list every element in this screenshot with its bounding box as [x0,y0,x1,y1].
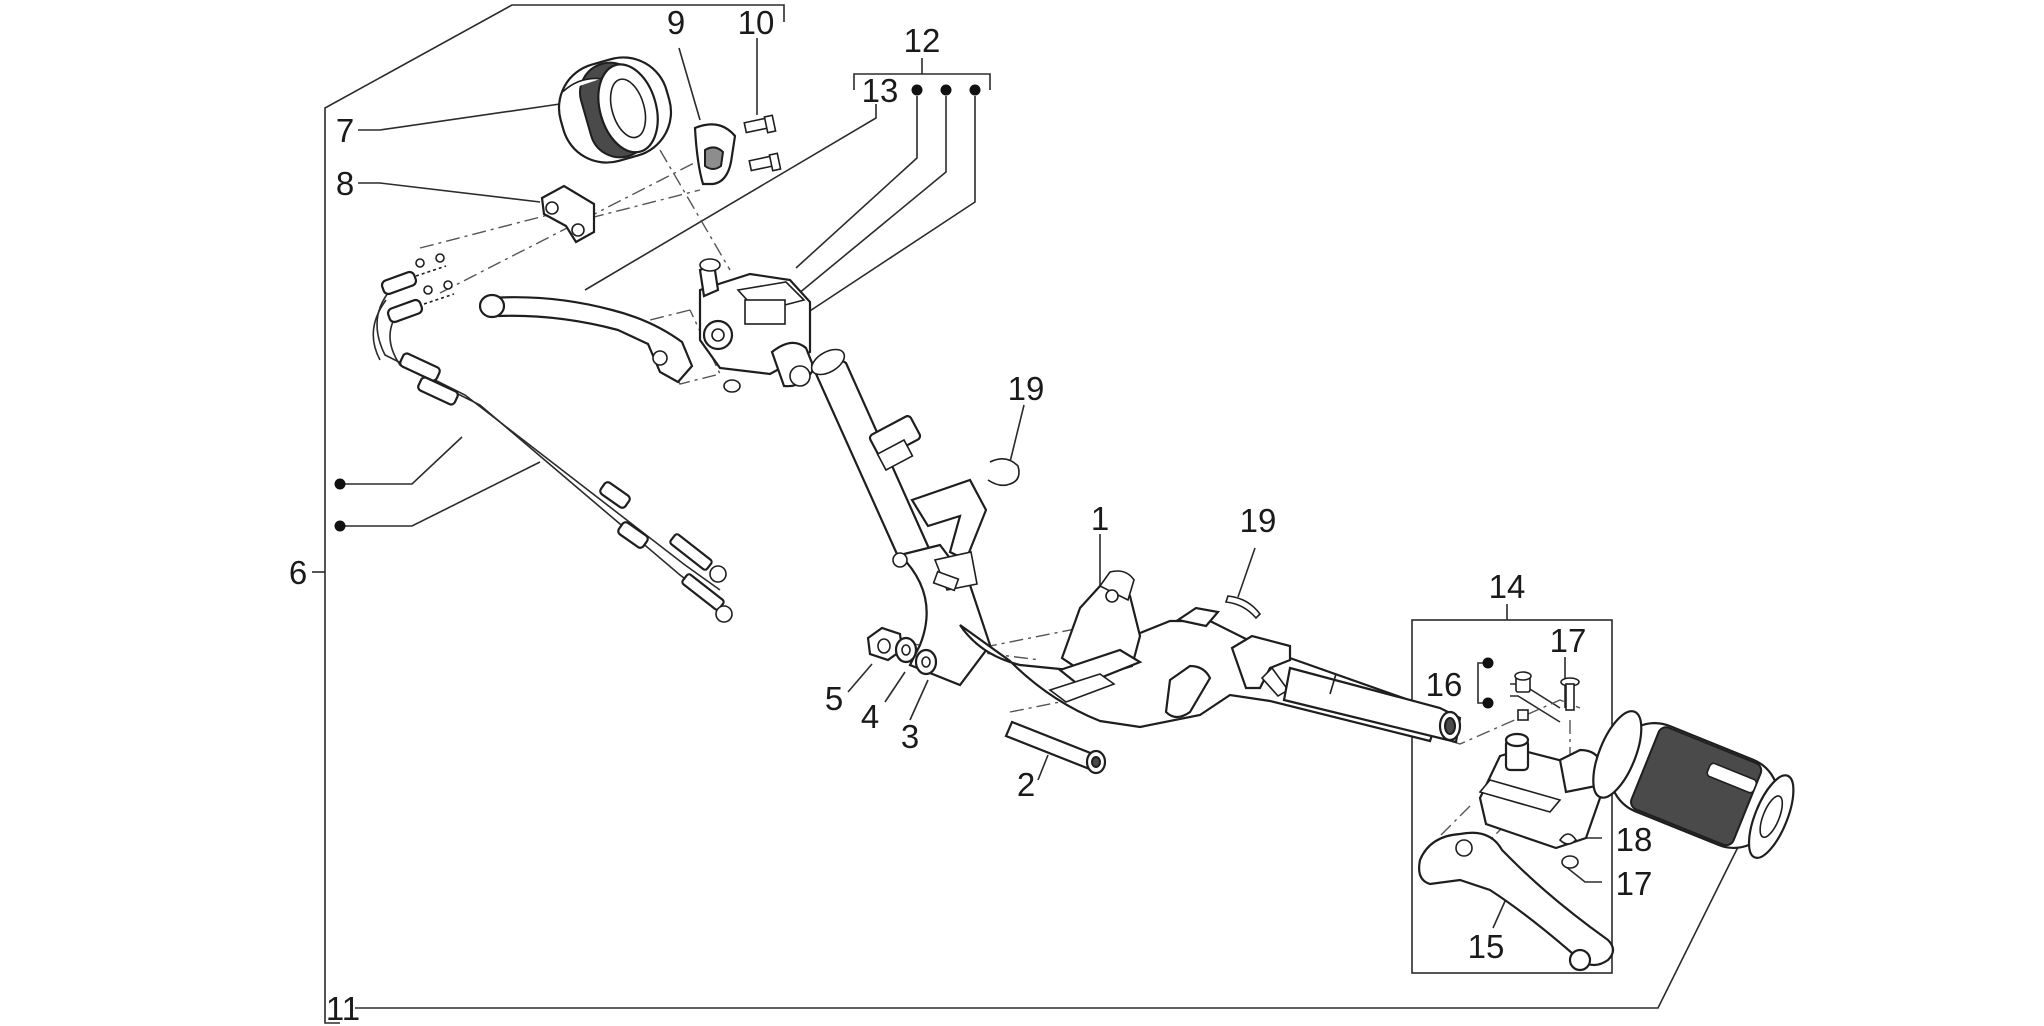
kit-marker-dot [911,84,923,96]
front-brake-lever-part [478,293,694,384]
callout-18: 18 [1616,821,1653,858]
bolt-part-2 [1004,720,1107,775]
washer-part-3 [914,648,938,676]
callout-labels: 1 2 3 4 5 6 7 8 9 10 11 12 13 14 15 16 1… [289,4,1653,1026]
throttle-cables-part [372,253,733,623]
assembly-axes [419,149,1581,851]
callout-11: 11 [326,990,360,1026]
callout-15: 15 [1468,928,1505,965]
washer-part-4 [894,636,918,664]
master-cylinder-part [698,258,816,393]
group-bracket-6-11 [312,4,785,1024]
callout-9: 9 [667,4,685,41]
right-lever-bracket-part [1478,732,1604,850]
switch-clamp-half-part [693,123,737,186]
kit-marker-dot [334,520,346,532]
screw-part-16 [1514,671,1532,721]
callout-8: 8 [336,165,354,202]
callout-19-lower: 19 [1240,502,1277,539]
callout-13: 13 [862,72,899,109]
callout-3: 3 [901,718,919,755]
kit-marker-dots [334,84,1494,709]
callout-16: 16 [1426,666,1463,703]
callout-17-upper: 17 [1550,622,1587,659]
kit-marker-dot [1482,697,1494,709]
nut-part-17-lower [1561,855,1579,869]
callout-12: 12 [904,22,941,59]
callout-10: 10 [738,4,775,41]
callout-14: 14 [1489,568,1526,605]
rear-brake-lever-part [1418,831,1615,972]
circlip-lower-part [1224,595,1262,620]
callout-2: 2 [1017,766,1035,803]
group-bracket-12 [853,58,991,90]
callout-5: 5 [825,680,843,717]
callout-7: 7 [336,112,354,149]
screw-part-17-upper [1560,677,1580,711]
kit-marker-dot [1482,657,1494,669]
leader-lines [340,38,1741,1009]
kit-marker-dot [969,84,981,96]
kit-marker-dot [940,84,952,96]
right-grip-part [1592,710,1795,859]
spring-part-18 [1558,833,1578,845]
callout-6: 6 [289,554,307,591]
circlip-upper-part [987,458,1020,487]
screws-part-10 [743,114,782,172]
callout-1: 1 [1091,500,1109,537]
clamp-part-8 [540,184,596,244]
callout-4: 4 [861,698,879,735]
callout-17-lower: 17 [1616,865,1653,902]
kit-marker-dot [334,478,346,490]
left-grip-part [557,56,673,164]
handlebar-part [810,348,1462,744]
group-bracket-16 [1477,662,1488,704]
group-bracket-14 [1411,604,1613,974]
callout-19-upper: 19 [1008,370,1045,407]
